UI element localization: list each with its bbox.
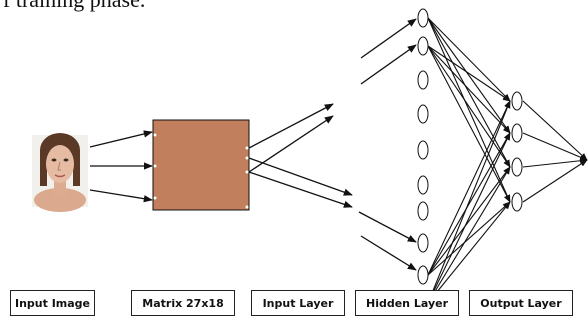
connection-line: [427, 17, 511, 168]
hidden-neuron: [417, 201, 429, 221]
connection-line: [427, 45, 511, 134]
face-photo: [32, 133, 88, 212]
connection-line: [522, 132, 588, 161]
output-final-connections: [522, 100, 588, 203]
connection-line: [522, 157, 588, 168]
output-layer: [511, 91, 523, 212]
connection-line: [427, 166, 511, 304]
arrow: [89, 189, 153, 203]
label-input-image: Input Image: [10, 290, 95, 316]
connection-line: [427, 132, 511, 276]
label-output-layer: Output Layer: [469, 290, 573, 316]
arrow: [360, 235, 417, 271]
output-neuron: [511, 123, 523, 143]
connection-line: [427, 17, 511, 134]
arrow: [89, 130, 153, 148]
output-neuron: [511, 157, 523, 177]
hidden-neuron: [417, 233, 429, 253]
connection-line: [427, 17, 511, 102]
caption-text: f training phase.: [3, 0, 145, 13]
hidden-layer: [417, 8, 429, 313]
label-matrix: Matrix 27x18: [131, 290, 235, 316]
label-hidden-layer: Hidden Layer: [355, 290, 459, 316]
hidden-neuron: [417, 175, 429, 195]
connection-line: [427, 132, 511, 304]
connection-line: [427, 45, 511, 168]
arrow: [360, 18, 417, 59]
arrow: [248, 171, 353, 208]
hidden-neuron: [417, 36, 429, 56]
connection-line: [427, 100, 511, 304]
output-neuron: [511, 192, 523, 212]
hidden-neuron: [417, 265, 429, 285]
arrow: [248, 157, 353, 196]
hidden-neuron: [417, 104, 429, 124]
hidden-neuron: [417, 70, 429, 90]
connection-line: [427, 17, 511, 203]
connection-line: [427, 100, 511, 276]
connection-line: [427, 166, 511, 276]
arrow: [248, 103, 334, 149]
connection-line: [427, 45, 511, 203]
connection-line: [427, 201, 511, 304]
label-input-layer: Input Layer: [251, 290, 345, 316]
hidden-neuron: [417, 8, 429, 28]
arrow: [358, 211, 417, 243]
matrix-block: [152, 119, 250, 211]
hidden-output-connections: [427, 17, 511, 304]
connection-line: [427, 201, 511, 276]
connection-line: [522, 100, 588, 161]
arrow: [360, 44, 417, 85]
hidden-neuron: [417, 140, 429, 160]
connection-line: [427, 45, 511, 102]
arrow: [248, 115, 334, 173]
connection-line: [522, 159, 588, 203]
output-neuron: [511, 91, 523, 111]
